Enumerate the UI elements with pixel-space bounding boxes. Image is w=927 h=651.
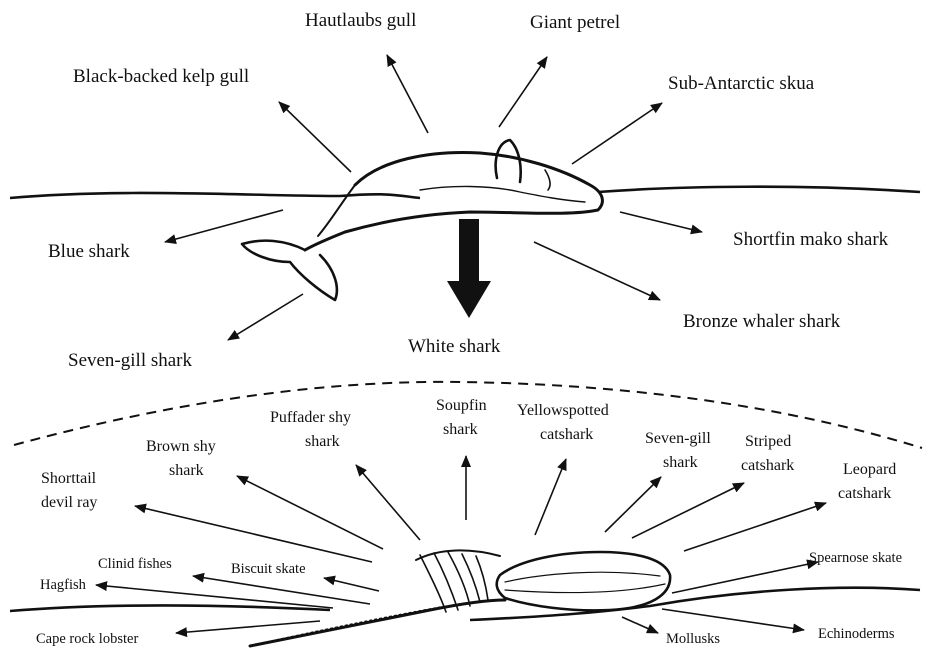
arrow-shortfin-mako <box>620 212 702 232</box>
arrow-brown-shy-shark <box>237 476 383 549</box>
label-blue-shark: Blue shark <box>48 241 130 262</box>
arrow-clinid-fishes <box>193 576 370 604</box>
label-seven-gill-shark-surface: Seven-gill shark <box>68 350 193 371</box>
arrow-yellowspotted-catshark <box>535 459 566 535</box>
label-hagfish: Hagfish <box>40 577 87 593</box>
label-brown-shy-shark-1: Brown shy <box>146 438 216 455</box>
arrow-leopard-catshark <box>684 503 826 551</box>
label-biscuit-skate: Biscuit skate <box>231 561 306 577</box>
label-striped-catshark-1: Striped <box>745 433 791 450</box>
arrow-mollusks <box>622 617 658 633</box>
arrow-puffader-shy-shark <box>356 465 420 540</box>
arrow-kelp-gull <box>279 102 351 172</box>
arrow-striped-catshark <box>632 483 744 538</box>
label-shortfin-mako-shark: Shortfin mako shark <box>733 229 889 250</box>
label-puffader-shy-shark-2: shark <box>305 433 340 450</box>
label-mollusks: Mollusks <box>666 631 720 647</box>
arrow-seven-gill-floor <box>605 477 661 532</box>
label-echinoderms: Echinoderms <box>818 626 895 642</box>
label-bronze-whaler-shark: Bronze whaler shark <box>683 311 841 332</box>
label-striped-catshark-2: catshark <box>741 457 794 474</box>
arrow-bronze-whaler <box>534 242 660 300</box>
whale-carcass-floating <box>242 140 602 300</box>
label-leopard-catshark-1: Leopard <box>843 461 896 478</box>
label-puffader-shy-shark-1: Puffader shy <box>270 409 351 426</box>
arrow-cape-rock-lobster <box>176 621 320 633</box>
arrow-shorttail-devil-ray <box>135 506 372 562</box>
label-leopard-catshark-2: catshark <box>838 485 891 502</box>
arrow-hautlaubs-gull <box>387 55 428 133</box>
arrow-blue-shark <box>165 210 283 242</box>
label-black-backed-kelp-gull: Black-backed kelp gull <box>73 66 249 87</box>
arrow-sub-antarctic-skua <box>572 103 662 164</box>
label-yellowspotted-catshark-2: catshark <box>540 426 593 443</box>
label-giant-petrel: Giant petrel <box>530 12 620 33</box>
label-clinid-fishes: Clinid fishes <box>98 556 172 572</box>
label-seven-gill-shark-floor-1: Seven-gill <box>645 430 711 447</box>
label-spearnose-skate: Spearnose skate <box>809 550 902 566</box>
label-white-shark: White shark <box>408 336 501 357</box>
label-seven-gill-shark-floor-2: shark <box>663 454 698 471</box>
sea-surface-line <box>10 187 920 198</box>
arrow-giant-petrel <box>499 57 547 127</box>
label-hautlaubs-gull: Hautlaubs gull <box>305 10 416 31</box>
label-shorttail-devil-ray-1: Shorttail <box>41 470 97 487</box>
whale-skeleton-sunken <box>250 550 670 646</box>
arrow-echinoderms <box>662 609 804 630</box>
label-soupfin-shark-2: shark <box>443 421 478 438</box>
label-sub-antarctic-skua: Sub-Antarctic skua <box>668 73 815 94</box>
label-yellowspotted-catshark-1: Yellowspotted <box>517 402 609 419</box>
arrow-seven-gill-surface <box>228 294 303 340</box>
label-cape-rock-lobster: Cape rock lobster <box>36 631 138 647</box>
down-arrow-to-white-shark <box>447 219 491 318</box>
label-brown-shy-shark-2: shark <box>169 462 204 479</box>
label-shorttail-devil-ray-2: devil ray <box>41 494 97 511</box>
arrow-biscuit-skate <box>324 578 379 591</box>
label-soupfin-shark-1: Soupfin <box>436 397 487 414</box>
